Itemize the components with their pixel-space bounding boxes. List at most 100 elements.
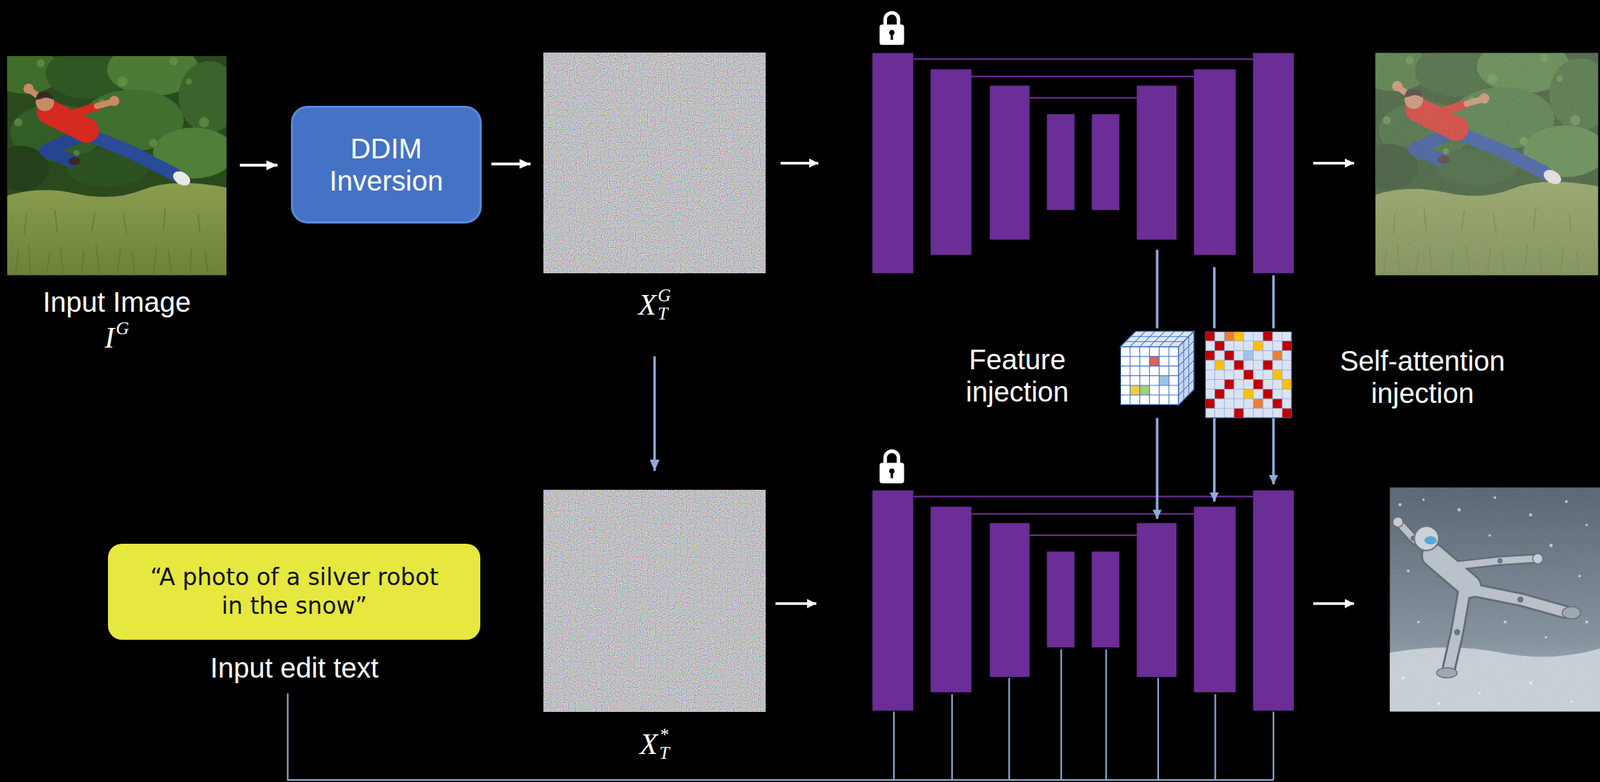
unet <box>1194 69 1237 256</box>
attention-matrix <box>1243 370 1254 381</box>
attention-matrix <box>1272 350 1283 361</box>
unet <box>1046 114 1075 211</box>
math-subscript: T <box>659 744 669 763</box>
flow-arrow <box>239 164 278 167</box>
photo-scene <box>169 56 179 66</box>
photo-scene <box>117 76 128 87</box>
attention-matrix <box>1272 370 1283 381</box>
math-symbol: XT* <box>544 724 766 763</box>
attention-matrix <box>1224 331 1235 342</box>
image-frame <box>544 53 766 274</box>
process-box: DDIM Inversion <box>290 105 482 223</box>
photo-scene <box>185 78 193 85</box>
lock-icon <box>879 24 905 45</box>
attention-matrix <box>1215 341 1225 352</box>
attention-matrix <box>1205 331 1293 419</box>
math-index: T* <box>659 726 669 763</box>
attention-matrix <box>1205 350 1216 361</box>
photo-scene <box>7 56 227 276</box>
math-symbol: XTG <box>544 285 766 324</box>
math-base: X <box>638 288 657 322</box>
flow-arrow <box>780 161 819 165</box>
attention-matrix <box>1253 380 1264 390</box>
math-superscript: * <box>659 726 669 745</box>
attention-matrix <box>1215 360 1225 371</box>
attention-matrix <box>1205 331 1216 342</box>
photo-scene <box>15 208 209 276</box>
illustration <box>879 451 905 484</box>
photo-scene <box>7 182 227 276</box>
output-image <box>1375 53 1598 276</box>
injection-arrow <box>1212 267 1216 329</box>
unet <box>1252 53 1294 274</box>
unet <box>913 58 1254 60</box>
annotation-label: Self-attention injection <box>1313 344 1532 410</box>
photo-scene <box>35 91 54 100</box>
noise-image <box>544 53 766 274</box>
lock-icon <box>890 33 893 40</box>
photo-scene <box>30 90 175 174</box>
image-frame <box>7 56 227 276</box>
attention-matrix <box>1243 389 1254 399</box>
feature-cube <box>1130 385 1141 396</box>
attention-matrix <box>1224 380 1235 390</box>
photo-scene <box>170 168 193 189</box>
feature-cube <box>1140 385 1150 396</box>
attention-matrix <box>1224 350 1235 361</box>
unet <box>930 69 972 256</box>
attention-matrix <box>1272 398 1283 409</box>
attention-matrix <box>1262 360 1273 371</box>
feature-cube <box>1120 347 1179 406</box>
attention-matrix <box>1243 350 1254 361</box>
feature-cube <box>1120 347 1179 406</box>
attention-matrix <box>1205 331 1293 419</box>
output-image <box>1389 487 1600 712</box>
math-superscript: G <box>115 319 130 338</box>
attention-matrix <box>1262 331 1273 342</box>
injection-arrow <box>1156 418 1159 520</box>
photo-scene <box>109 96 120 107</box>
flow-arrow <box>653 356 657 472</box>
attention-matrix <box>1234 331 1244 342</box>
flow-arrow <box>1313 602 1354 606</box>
photo-scene <box>199 117 210 128</box>
image-frame <box>544 490 766 713</box>
process-label: DDIM Inversion <box>307 132 466 198</box>
noise-latent: XT* <box>544 490 766 763</box>
photo-scene <box>68 157 81 166</box>
math-base: I <box>104 321 115 355</box>
photo-scene <box>83 132 175 175</box>
annotation: Self-attention injection <box>1313 344 1532 410</box>
output-image <box>1358 39 1600 275</box>
attention-matrix <box>1253 341 1264 352</box>
photo-scene <box>71 105 99 115</box>
injection-arrow <box>1156 249 1159 329</box>
prompt-box: “A photo of a silver robot in the snow”I… <box>107 544 481 685</box>
feature-cube <box>1149 356 1159 367</box>
feature-cube <box>1120 331 1195 406</box>
math-superscript: G <box>657 286 671 305</box>
unet <box>971 75 1195 78</box>
unet <box>1091 114 1120 211</box>
math-index: G <box>115 319 130 338</box>
output-image <box>1375 53 1598 276</box>
attention-matrix <box>1215 389 1225 399</box>
attention-matrix <box>1205 331 1293 419</box>
math-symbol: IG <box>7 318 227 355</box>
attention-matrix <box>1282 341 1293 352</box>
photo-scene <box>73 150 80 157</box>
flow-arrow <box>491 162 531 166</box>
lock-icon <box>885 12 899 26</box>
attention-matrix <box>1205 331 1293 419</box>
attention-matrix <box>1234 360 1244 371</box>
injection-arrow <box>1271 275 1275 329</box>
annotation-label: Feature injection <box>933 343 1102 409</box>
conditioning-wire <box>287 649 1274 781</box>
attention-matrix <box>1205 331 1293 419</box>
attention-matrix <box>1282 408 1293 419</box>
attention-matrix <box>1282 380 1293 390</box>
output-image <box>1389 487 1600 712</box>
noise-latent: XTG <box>544 53 766 324</box>
flow-arrow <box>775 602 817 606</box>
